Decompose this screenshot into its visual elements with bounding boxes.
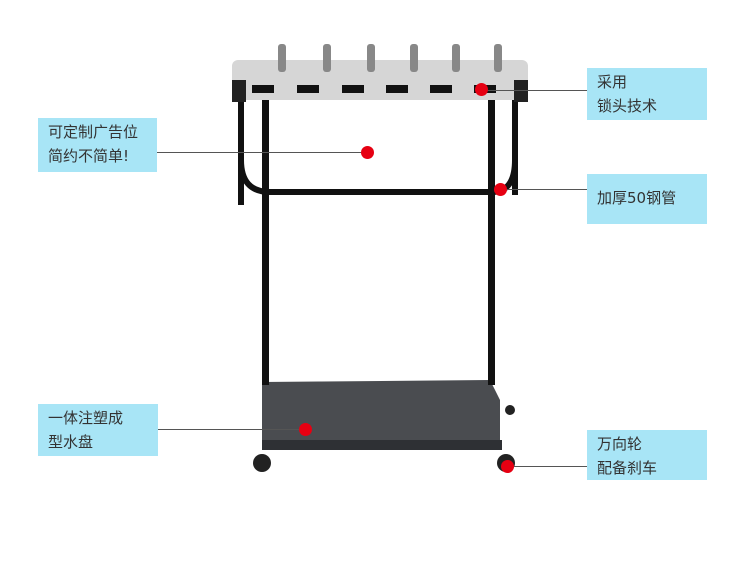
- marker-dot: [501, 460, 514, 473]
- marker-dot: [299, 423, 312, 436]
- callout-wheels: 万向轮 配备刹车: [587, 430, 707, 480]
- callout-lock: 采用 锁头技术: [587, 68, 707, 120]
- callout-text: 一体注塑成: [48, 409, 124, 427]
- leader-line: [158, 429, 305, 430]
- callout-text: 万向轮: [597, 435, 643, 453]
- marker-dot: [361, 146, 374, 159]
- leader-line: [481, 90, 587, 91]
- leader-line: [157, 152, 367, 153]
- callout-steel-tube: 加厚50钢管: [587, 174, 707, 224]
- callout-ad-space: 可定制广告位 简约不简单!: [38, 118, 157, 172]
- callout-text: 型水盘: [48, 433, 94, 451]
- callout-water-tray: 一体注塑成 型水盘: [38, 404, 158, 456]
- callout-text: 可定制广告位: [48, 123, 139, 141]
- callout-text: 简约不简单!: [48, 147, 130, 165]
- marker-dot: [475, 83, 488, 96]
- callout-text: 采用: [597, 73, 628, 91]
- leader-line: [507, 466, 587, 467]
- callout-text: 锁头技术: [597, 97, 658, 115]
- callout-text: 加厚50钢管: [597, 189, 677, 207]
- leader-line: [500, 189, 587, 190]
- callout-text: 配备刹车: [597, 459, 658, 477]
- marker-dot: [494, 183, 507, 196]
